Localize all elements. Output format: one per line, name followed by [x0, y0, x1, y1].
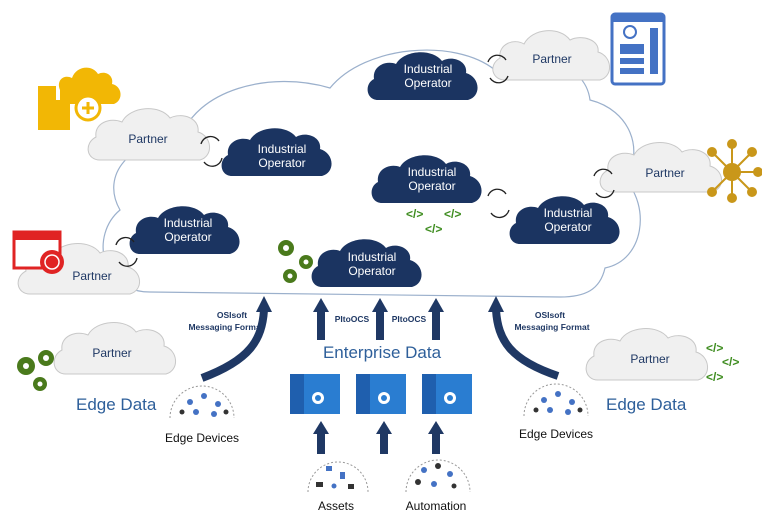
- edge-data-left-title: Edge Data: [76, 395, 157, 414]
- osisoft-label: OSIsoft: [217, 310, 247, 320]
- automation-label: Automation: [406, 499, 467, 513]
- code-icon: </>: [706, 370, 723, 384]
- partner-cloud-right: Partner: [599, 142, 722, 193]
- pi-to-ocs-label: PItoOCS: [392, 314, 427, 324]
- pi-to-ocs-label: PItoOCS: [335, 314, 370, 324]
- partner-cloud-bottom-left: Partner: [53, 322, 176, 375]
- osisoft-format-label: Messaging Format: [188, 322, 263, 332]
- sync-arrow-icon: [115, 236, 138, 267]
- server-icon: [290, 374, 340, 414]
- partner-label: Partner: [645, 166, 684, 180]
- sync-arrow-icon: [487, 188, 510, 219]
- automation-cluster: Automation: [405, 459, 471, 513]
- code-icon: </>: [706, 341, 723, 355]
- server-icon: [422, 374, 472, 414]
- edge-devices-label: Edge Devices: [519, 427, 593, 441]
- network-hub-icon: [707, 139, 762, 203]
- partner-label: Partner: [72, 269, 111, 283]
- arrow-head-icon: [256, 296, 272, 312]
- server-group: [290, 374, 472, 414]
- enterprise-data-title: Enterprise Data: [323, 343, 442, 362]
- gears-icon-center: [278, 240, 313, 283]
- edge-devices-label: Edge Devices: [165, 431, 239, 445]
- partner-label: Partner: [532, 52, 571, 66]
- sync-arrow-icon: [200, 135, 223, 167]
- osisoft-format-label: Messaging Format: [514, 322, 589, 332]
- partner-cloud-top-right: Partner: [492, 30, 610, 81]
- sync-arrows: [115, 54, 615, 267]
- code-icon: </>: [406, 207, 423, 221]
- edge-devices-right: Edge Devices: [519, 383, 593, 441]
- assets-cluster: Assets: [307, 461, 369, 513]
- arrow-head-icon: [488, 296, 504, 312]
- osisoft-right: OSIsoft Messaging Format: [488, 296, 590, 380]
- osisoft-left: OSIsoft Messaging Format: [188, 296, 272, 382]
- code-icons-center: </> </> </>: [406, 207, 461, 236]
- gears-icon-left: [17, 350, 54, 391]
- osisoft-label: OSIsoft: [535, 310, 565, 320]
- sync-arrow-icon: [487, 54, 509, 84]
- lower-up-arrows: [313, 421, 444, 454]
- partner-label: Partner: [630, 352, 669, 366]
- dashboard-panel-icon: [610, 12, 666, 86]
- sync-arrow-icon: [593, 168, 615, 199]
- edge-devices-left: Edge Devices: [165, 385, 239, 445]
- web-browser-icon: [12, 230, 64, 274]
- code-icon: </>: [444, 207, 461, 221]
- partner-label: Partner: [92, 346, 131, 360]
- partner-label: Partner: [128, 132, 167, 146]
- code-icons-right: </> </> </>: [706, 341, 739, 384]
- pi-to-ocs-arrows: [313, 298, 444, 340]
- partner-cloud-left-top: Partner: [87, 108, 210, 161]
- partner-cloud-bottom-right: Partner: [585, 328, 708, 381]
- code-icon: </>: [425, 222, 442, 236]
- building-icon: [38, 67, 121, 130]
- assets-label: Assets: [318, 499, 354, 513]
- edge-data-right-title: Edge Data: [606, 395, 687, 414]
- code-icon: </>: [722, 355, 739, 369]
- server-icon: [356, 374, 406, 414]
